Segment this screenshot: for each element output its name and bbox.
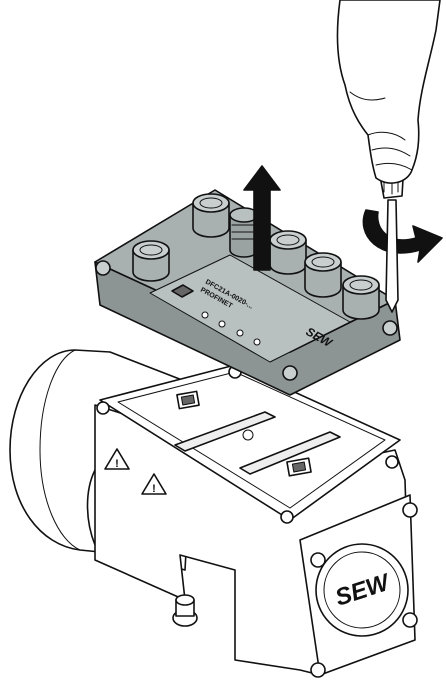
hand <box>336 0 441 184</box>
svg-text:!: ! <box>152 483 156 495</box>
connector-cap <box>304 252 342 298</box>
warning-triangle-icon: ! <box>141 473 167 495</box>
curved-arrow-icon <box>362 209 443 263</box>
drive-unit: ! ! SEW <box>9 349 418 678</box>
connector-cap <box>269 230 307 275</box>
arrow-up-icon <box>243 165 281 271</box>
vent-plug <box>172 594 198 627</box>
connector-cap <box>342 275 380 320</box>
warning-triangle-icon: ! <box>104 448 130 470</box>
connector-cap <box>192 193 230 238</box>
fieldbus-module: DFC21A-0020-... PROFINET SEW <box>94 189 401 396</box>
connector-cap <box>132 240 170 282</box>
svg-text:!: ! <box>115 458 119 470</box>
